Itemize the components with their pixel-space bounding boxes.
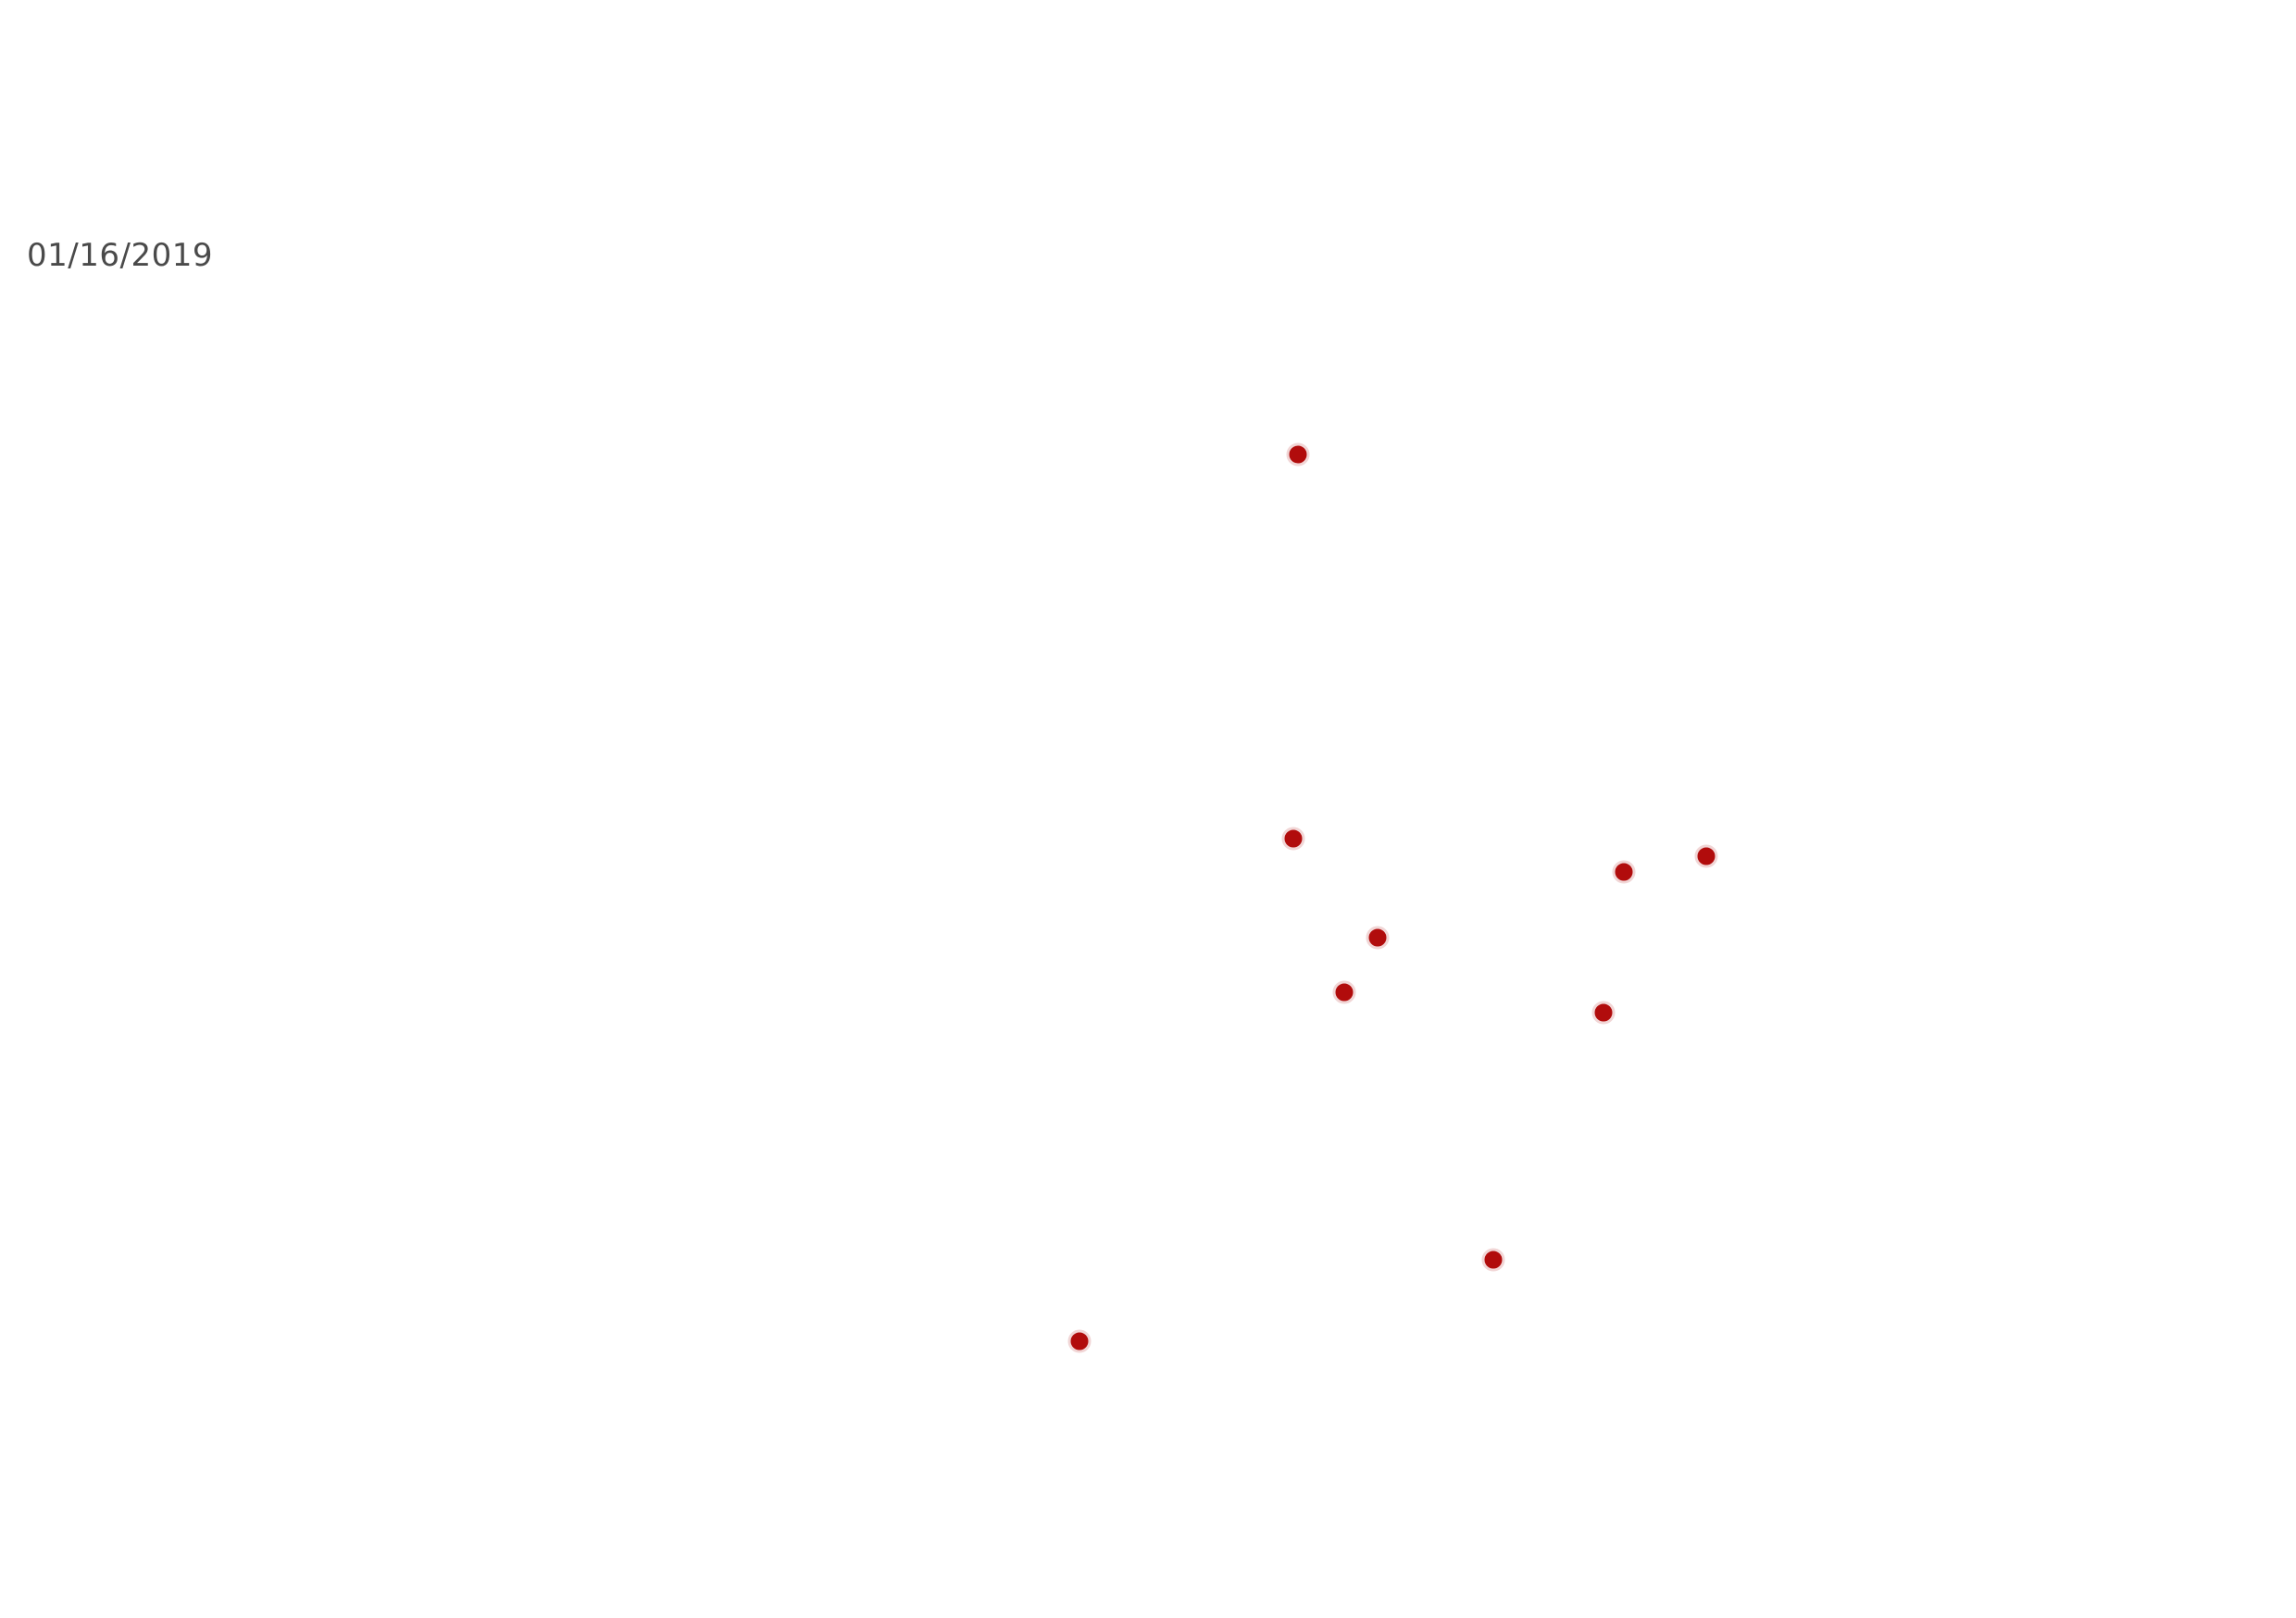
map-marker[interactable]: [1694, 844, 1718, 868]
map-marker[interactable]: [1332, 980, 1356, 1004]
map-marker[interactable]: [1067, 1329, 1092, 1353]
map-marker[interactable]: [1612, 860, 1636, 884]
date-label: 01/16/2019: [27, 237, 213, 274]
map-marker[interactable]: [1286, 442, 1310, 467]
map-marker[interactable]: [1481, 1248, 1505, 1272]
map-marker[interactable]: [1591, 1001, 1616, 1025]
map-marker[interactable]: [1281, 827, 1305, 851]
map-marker[interactable]: [1366, 926, 1390, 950]
